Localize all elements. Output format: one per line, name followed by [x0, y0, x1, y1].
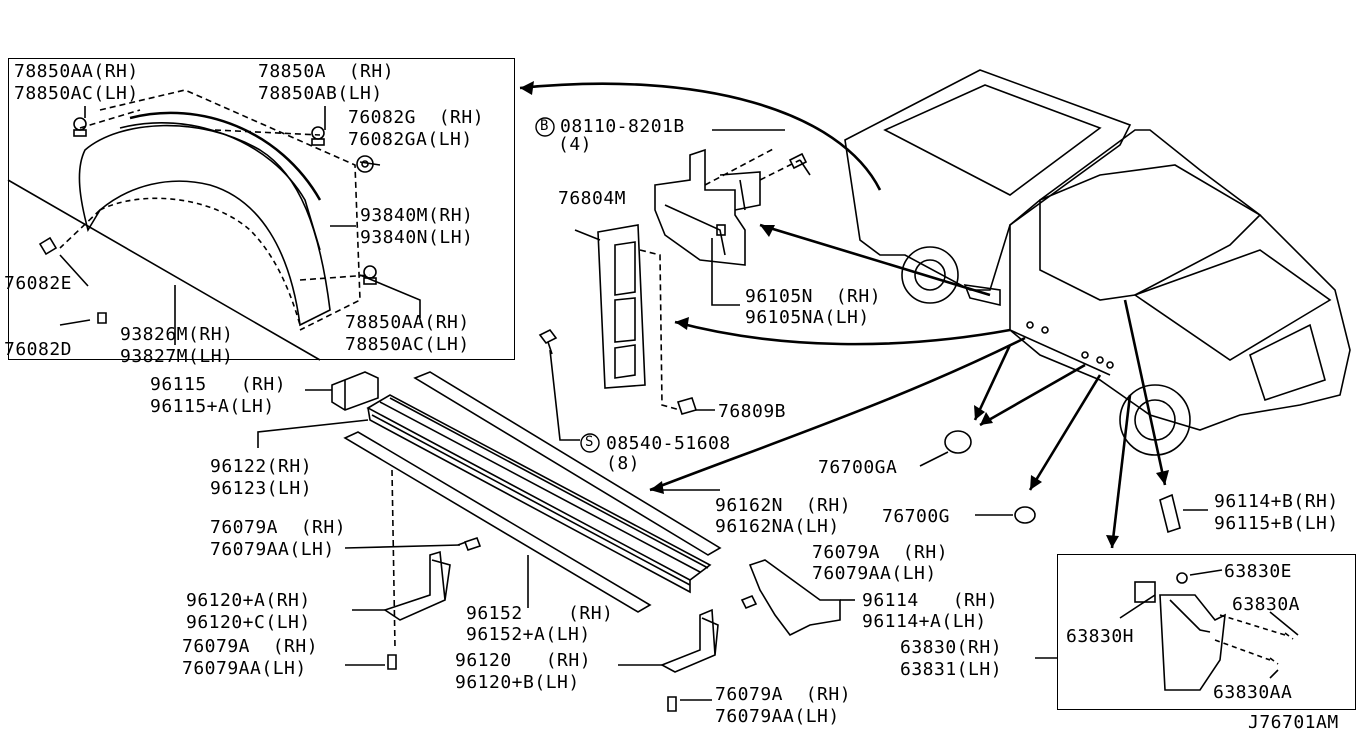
reference-arrows [519, 82, 1167, 549]
callout-63831-lh: 63831(LH) [900, 659, 1003, 680]
end-cap [331, 371, 379, 411]
screw-symbol: S [585, 434, 594, 450]
callout-96162n-rh: 96162N (RH) [715, 495, 852, 516]
callout-76079aa-lh-4: 76079AA(LH) [715, 706, 840, 727]
callout-96120b-lh: 96120+B(LH) [455, 672, 580, 693]
callout-96123-lh: 96123(LH) [210, 478, 313, 499]
callout-96115b-lh: 96115+B(LH) [1214, 513, 1339, 534]
callout-96120a-rh: 96120+A(RH) [186, 590, 311, 611]
fender-clip-icon [38, 117, 377, 324]
callout-96114a-lh: 96114+A(LH) [862, 611, 987, 632]
side-step-rail [343, 371, 722, 613]
callout-96120-rh: 96120 (RH) [455, 650, 592, 671]
callout-screw-qty: (8) [606, 453, 641, 474]
fender-group-frame [8, 58, 515, 360]
callout-76079a-rh-1: 76079A (RH) [210, 517, 347, 538]
callout-96122-rh: 96122(RH) [210, 456, 313, 477]
symbol-circles [535, 117, 600, 453]
callout-78850ab-lh: 78850AB(LH) [258, 83, 383, 104]
callout-96114b-rh: 96114+B(RH) [1214, 491, 1339, 512]
callout-96115-rh: 96115 (RH) [150, 374, 287, 395]
callout-76082ga-lh: 76082GA(LH) [348, 129, 473, 150]
callout-93840n-lh: 93840N(LH) [360, 227, 474, 248]
callout-63830-rh: 63830(RH) [900, 637, 1003, 658]
callout-76079aa-lh-1: 76079AA(LH) [210, 539, 335, 560]
step-bracket [597, 224, 698, 415]
callout-96105na-lh: 96105NA(LH) [745, 307, 870, 328]
callout-bolt-08110: 08110-8201B [560, 116, 685, 137]
arrow-heads [520, 81, 1169, 548]
mudguard [1134, 572, 1294, 691]
callout-76079a-rh-4: 76079A (RH) [715, 684, 852, 705]
callout-bolt-qty: (4) [558, 134, 593, 155]
callout-76700g: 76700G [882, 506, 951, 527]
callout-96114-rh: 96114 (RH) [862, 590, 999, 611]
callout-96152a-lh: 96152+A(LH) [466, 624, 591, 645]
step-stay-left [383, 550, 451, 621]
fender-flare [78, 111, 331, 327]
callout-63830h: 63830H [1066, 626, 1135, 647]
callout-76079aa-lh-3: 76079AA(LH) [182, 658, 307, 679]
callout-96162na-lh: 96162NA(LH) [715, 516, 840, 537]
callout-76079aa-lh-2: 76079AA(LH) [812, 563, 937, 584]
callout-78850aa-rh-2: 78850AA(RH) [345, 312, 470, 333]
callout-78850aa-rh: 78850AA(RH) [14, 61, 139, 82]
bolt-symbol: B [540, 118, 549, 134]
callout-76079a-rh-3: 76079A (RH) [182, 636, 319, 657]
callout-76809b: 76809B [718, 401, 787, 422]
fender-dashed-outline [99, 89, 361, 331]
callout-76082d: 76082D [4, 339, 73, 360]
mudguard-group-frame [1057, 554, 1356, 710]
callout-76082e: 76082E [4, 273, 73, 294]
callout-93826m-rh: 93826M(RH) [120, 324, 234, 345]
small-molding [1159, 493, 1181, 534]
callout-63830aa: 63830AA [1213, 682, 1293, 703]
callout-63830e: 63830E [1224, 561, 1293, 582]
front-mud-flap [748, 559, 841, 637]
callout-76079a-rh-2: 76079A (RH) [812, 542, 949, 563]
rear-mud-flap [654, 147, 811, 266]
callout-78850ac-lh-2: 78850AC(LH) [345, 334, 470, 355]
callout-96120c-lh: 96120+C(LH) [186, 612, 311, 633]
diagram-id: J76701AM [1248, 712, 1339, 733]
callout-96105n-rh: 96105N (RH) [745, 286, 882, 307]
callout-63830a: 63830A [1232, 594, 1301, 615]
callout-96115a-lh: 96115+A(LH) [150, 396, 275, 417]
callout-93827m-lh: 93827M(LH) [120, 346, 234, 367]
screw-icon [538, 328, 558, 355]
callout-93840m-rh: 93840M(RH) [360, 205, 474, 226]
callout-76700ga: 76700GA [818, 457, 898, 478]
grommet-small-icon [1014, 506, 1036, 524]
callout-78850ac-lh: 78850AC(LH) [14, 83, 139, 104]
callout-78850a-rh: 78850A (RH) [258, 61, 395, 82]
pickup-truck [844, 69, 1351, 456]
grommet-icon [944, 430, 972, 454]
callout-screw-08540: 08540-51608 [606, 433, 731, 454]
step-stay-right [660, 608, 719, 673]
callout-76082g-rh: 76082G (RH) [348, 107, 485, 128]
callout-96152-rh: 96152 (RH) [466, 603, 614, 624]
callout-76804m: 76804M [558, 188, 627, 209]
